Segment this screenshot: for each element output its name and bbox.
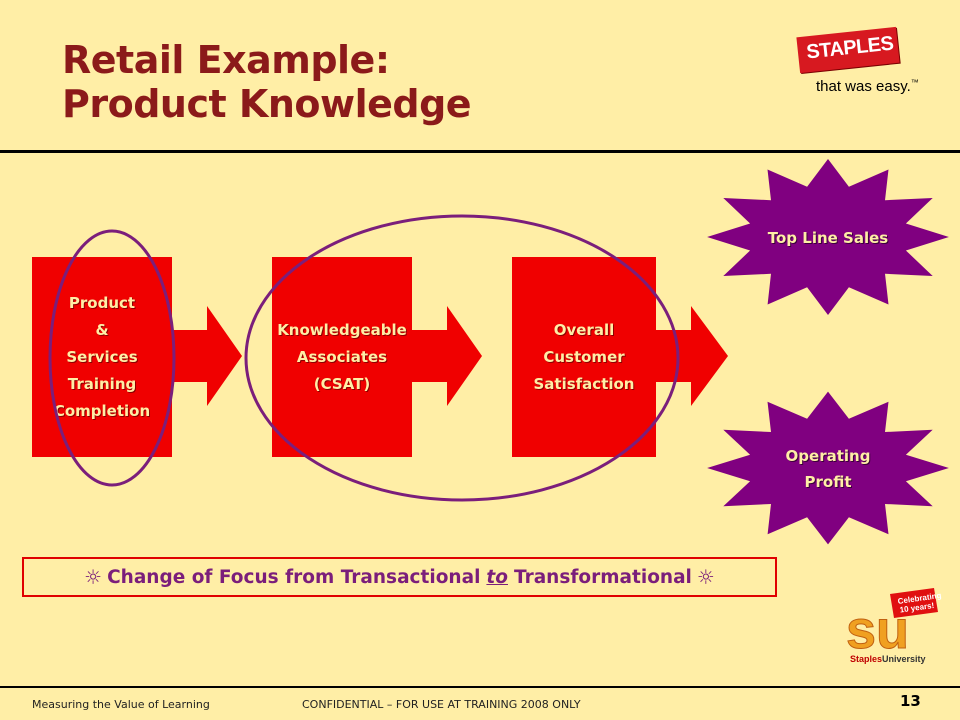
box1-line: Services xyxy=(66,347,138,366)
su-badge-shape xyxy=(890,588,938,618)
banner-text-part2: Transformational xyxy=(513,566,692,588)
focus-banner: ☼ Change of Focus from Transactional to … xyxy=(22,557,777,597)
page-number: 13 xyxy=(900,692,921,710)
outcome-label-operating-profit: Operating Profit xyxy=(748,443,908,495)
title-line-1: Retail Example: xyxy=(62,38,390,82)
box2-line: Knowledgeable xyxy=(277,320,407,339)
su-name-part1: Staples xyxy=(850,654,882,664)
footer-confidential-text: CONFIDENTIAL – FOR USE AT TRAINING 2008 … xyxy=(302,698,581,711)
title-divider xyxy=(0,150,960,153)
flow-box-customer-satisfaction: Overall Customer Satisfaction xyxy=(512,257,656,457)
box3-line: Customer xyxy=(543,347,625,366)
banner-connector: to xyxy=(486,566,508,588)
title-line-2: Product Knowledge xyxy=(62,82,472,126)
box1-line: Completion xyxy=(53,401,151,420)
box1-line: Training xyxy=(67,374,137,393)
box3-line: Satisfaction xyxy=(533,374,635,393)
flow-arrow-3 xyxy=(656,306,728,406)
su-name: StaplesUniversity xyxy=(850,654,926,664)
flow-arrow-2 xyxy=(412,306,482,406)
page-title: Retail Example: Product Knowledge xyxy=(62,38,472,126)
box3-line: Overall xyxy=(553,320,615,339)
flow-arrow-1 xyxy=(172,306,242,406)
outcome-top-line: Top Line Sales xyxy=(767,229,889,247)
su-name-part2: University xyxy=(882,654,926,664)
box2-line: (CSAT) xyxy=(313,374,371,393)
outcome-bottom-line: Operating xyxy=(785,447,871,465)
outcome-star-operating-profit xyxy=(707,391,949,545)
staples-tagline: that was easy.™ xyxy=(816,78,919,95)
sun-icon: ☼ xyxy=(84,565,103,589)
banner-text-part1: Change of Focus from Transactional xyxy=(107,566,481,588)
outcome-star-top-line-sales xyxy=(707,159,949,315)
outcome-label-top-line-sales: Top Line Sales xyxy=(738,225,918,251)
su-letters: su xyxy=(846,600,909,660)
box1-line: Product xyxy=(68,293,136,312)
sun-icon: ☼ xyxy=(696,565,715,589)
flow-box-knowledgeable-associates: Knowledgeable Associates (CSAT) xyxy=(272,257,412,457)
trademark-mark: ™ xyxy=(910,78,919,87)
footer-divider xyxy=(0,686,960,688)
staples-university-logo: Celebrating 10 years! su StaplesUniversi… xyxy=(846,588,942,664)
tagline-text: that was easy. xyxy=(816,78,911,95)
flow-box-training-completion: Product & Services Training Completion xyxy=(32,257,172,457)
box1-line: & xyxy=(95,320,109,339)
staples-logo: STAPLES that was easy.™ xyxy=(796,26,938,96)
outcome-bottom-line: Profit xyxy=(804,473,852,491)
footer-left-text: Measuring the Value of Learning xyxy=(32,698,210,711)
box2-line: Associates xyxy=(296,347,388,366)
